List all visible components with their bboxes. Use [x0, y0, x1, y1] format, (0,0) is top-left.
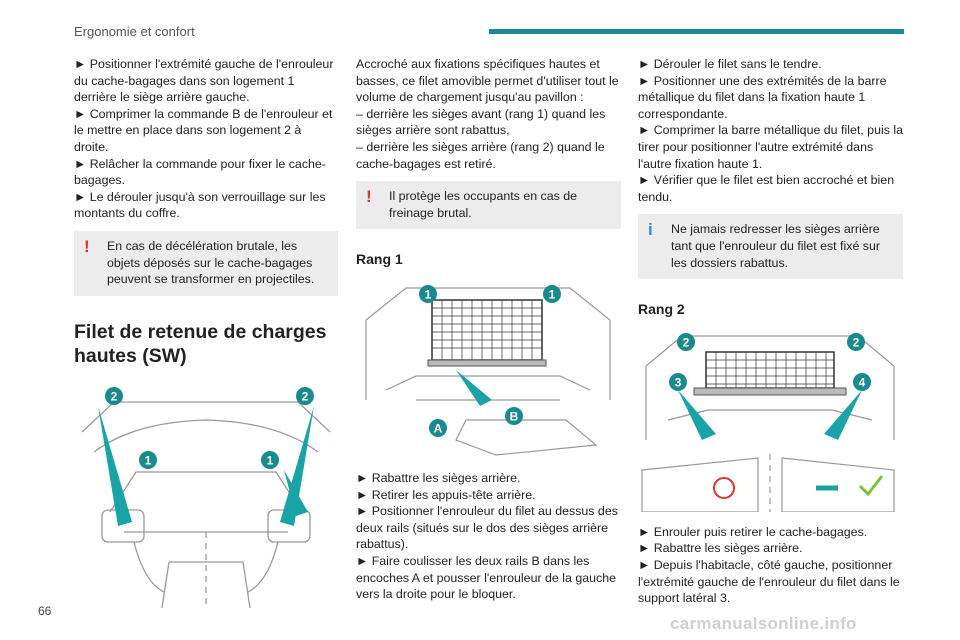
- warning-note: ! En cas de décélération brutale, les ob…: [74, 230, 338, 296]
- paragraph: ► Positionner une des extrémités de la b…: [638, 73, 887, 121]
- paragraph: ► Relâcher la commande pour fixer le cac…: [74, 156, 326, 188]
- svg-text:1: 1: [425, 287, 432, 301]
- paragraph: ► Rabattre les sièges arrière.: [638, 541, 803, 556]
- callout-badge: 2: [847, 332, 865, 351]
- callout-badge: 1: [543, 284, 561, 303]
- paragraph: ► Enrouler puis retirer le cache-bagages…: [638, 524, 868, 539]
- callout-badge: B: [505, 406, 523, 425]
- column-1: ► Positionner l'extrémité gauche de l'en…: [74, 56, 338, 608]
- section-heading: Filet de retenue de charges hautes (SW): [74, 320, 327, 367]
- watermark: carmanualsonline.info: [670, 614, 857, 633]
- warning-text: Il protège les occupants en cas de frein…: [389, 189, 578, 220]
- svg-text:2: 2: [302, 389, 309, 403]
- paragraph: Accroché aux fixations spécifiques haute…: [356, 57, 619, 105]
- callout-badge: A: [429, 418, 447, 437]
- svg-text:A: A: [434, 421, 443, 435]
- paragraph: ► Faire coulisser les deux rails B dans …: [356, 553, 616, 602]
- subsection-heading: Rang 2: [638, 301, 685, 318]
- callout-badge: 3: [669, 372, 687, 391]
- callout-badge: 4: [853, 372, 871, 391]
- info-icon: i: [648, 220, 653, 240]
- svg-text:2: 2: [853, 335, 860, 349]
- paragraph: ► Le dérouler jusqu'à son verrouillage s…: [74, 189, 326, 221]
- paragraph: ► Vérifier que le filet est bien accroch…: [638, 173, 895, 204]
- svg-text:B: B: [510, 409, 519, 423]
- svg-text:1: 1: [267, 453, 274, 467]
- paragraph: ► Positionner l'extrémité gauche de l'en…: [74, 57, 334, 105]
- callout-badge: 2: [677, 332, 695, 351]
- info-text: Ne jamais redresser les sièges arrière t…: [671, 222, 880, 270]
- warning-note: ! Il protège les occupants en cas de fre…: [356, 181, 621, 230]
- paragraph: ► Comprimer la barre métallique du filet…: [638, 123, 904, 171]
- paragraph: – derrière les sièges arrière (rang 2) q…: [356, 139, 605, 171]
- svg-text:4: 4: [859, 375, 866, 389]
- paragraph: ► Rabattre les sièges arrière.: [356, 470, 521, 485]
- cargo-net-illustration-1: 2 2 1 1: [81, 386, 331, 608]
- subsection-heading: Rang 1: [356, 251, 403, 268]
- header-accent-bar: [489, 29, 904, 34]
- callout-badge: 1: [139, 450, 157, 469]
- paragraph: ► Depuis l'habitacle, côté gauche, posit…: [638, 557, 900, 606]
- info-note: i Ne jamais redresser les sièges arrière…: [638, 214, 903, 280]
- paragraph: – derrière les sièges avant (rang 1) qua…: [356, 106, 606, 138]
- cargo-net-grid: [427, 299, 547, 367]
- callout-badge: 2: [105, 386, 123, 405]
- column-2: Accroché aux fixations spécifiques haute…: [356, 56, 621, 603]
- svg-text:1: 1: [145, 453, 152, 467]
- callout-badge: 2: [296, 386, 314, 405]
- paragraph: ► Retirer les appuis-tête arrière.: [356, 487, 536, 502]
- paragraph: ► Positionner l'enrouleur du filet au de…: [356, 504, 618, 552]
- column-3: ► Dérouler le filet sans le tendre. ► Po…: [638, 56, 903, 607]
- paragraph: ► Comprimer la commande B de l'enrouleur…: [74, 106, 333, 154]
- page-number: 66: [38, 604, 52, 618]
- header-section-title: Ergonomie et confort: [74, 24, 195, 39]
- warning-icon: !: [84, 236, 90, 256]
- rank2-net-illustration: 2 2 3 4: [641, 332, 895, 512]
- warning-text: En cas de décélération brutale, les obje…: [107, 238, 315, 287]
- callout-badge: 1: [419, 284, 437, 303]
- svg-text:2: 2: [111, 389, 118, 403]
- cargo-net-grid: [693, 350, 847, 396]
- paragraph: ► Dérouler le filet sans le tendre.: [638, 57, 822, 71]
- svg-text:3: 3: [675, 375, 682, 389]
- callout-badge: 1: [261, 450, 279, 469]
- rank1-net-illustration: 1 1 A B: [365, 284, 611, 456]
- svg-text:2: 2: [683, 335, 690, 349]
- warning-icon: !: [366, 187, 372, 207]
- svg-text:1: 1: [549, 287, 556, 301]
